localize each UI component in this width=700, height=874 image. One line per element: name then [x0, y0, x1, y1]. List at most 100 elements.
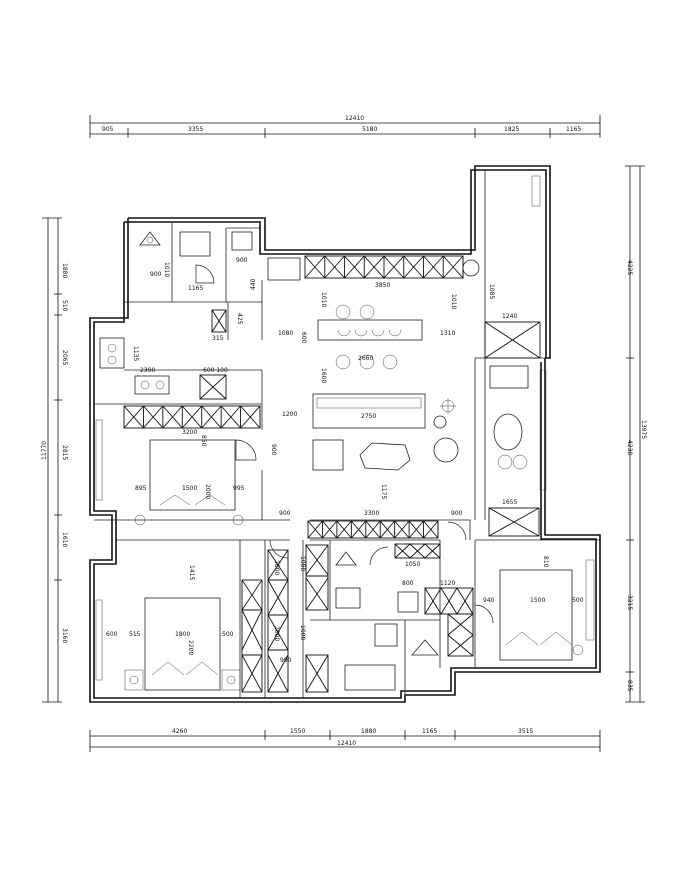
- bed-icon-bedroom1: [134, 439, 244, 526]
- cabinet-x-line: [336, 520, 352, 539]
- cabinet-x-line: [162, 405, 183, 429]
- label-3300: 3300: [364, 510, 379, 517]
- cabinet-x-line: [322, 520, 338, 539]
- windows: [95, 175, 595, 681]
- cabinet-x-line: [394, 520, 410, 539]
- wardrobe-column-1: [241, 579, 263, 693]
- dim-top-seg-3: 5180: [362, 126, 377, 133]
- washer-icon: [267, 257, 301, 281]
- dimension-bottom: 4260 1550 1880 1165 3515 12410: [89, 728, 601, 752]
- dimension-right: 4225 4230 3215 835 13975: [625, 165, 647, 703]
- cabinet-x-line: [350, 520, 367, 539]
- label-1200: 1200: [282, 411, 297, 418]
- dim-left-seg-6: 3160: [61, 628, 68, 643]
- cabinet-balcony-upper: [484, 321, 541, 359]
- label-1655: 1655: [502, 499, 517, 506]
- label-425: 425: [236, 313, 243, 325]
- cabinet-x-line: [408, 520, 424, 539]
- cabinet-x-line: [403, 255, 424, 279]
- label-1080: 1080: [278, 330, 293, 337]
- cabinet-x-line: [307, 520, 323, 539]
- sink-icon: [231, 231, 253, 251]
- cabinet-x-line: [423, 255, 444, 279]
- dim-bottom-seg-4: 1165: [422, 728, 437, 735]
- label-315: 315: [212, 335, 224, 342]
- dim-right-seg-4: 835: [626, 680, 633, 692]
- dim-left-seg-3: 2065: [61, 350, 68, 365]
- label-1120: 1120: [440, 580, 455, 587]
- dim-bottom-total: 12410: [337, 740, 356, 747]
- armchair-icon: [433, 415, 447, 429]
- label-2200: 2200: [187, 640, 194, 655]
- dim-left-total: 11770: [41, 441, 48, 460]
- label-3850: 3850: [375, 282, 390, 289]
- side-table-icon: [312, 439, 344, 471]
- dim-bottom-seg-3: 1880: [361, 728, 376, 735]
- dining-island-icon: [317, 319, 423, 341]
- dim-left-seg-2: 510: [61, 300, 68, 312]
- label-515: 515: [129, 631, 141, 638]
- bed-icon-master: [124, 597, 241, 691]
- label-1085: 1085: [488, 284, 495, 299]
- label-600-100: 600 100: [203, 367, 228, 374]
- cabinet-balcony-lower: [488, 507, 540, 537]
- dim-top-seg-1: 905: [102, 126, 114, 133]
- label-900b: 900: [236, 257, 248, 264]
- wall-cabinet-bedroom1: [123, 405, 261, 429]
- label-2390: 2390: [140, 367, 155, 374]
- wall-cabinet-corridor: [307, 520, 439, 539]
- coffee-table-icon: [359, 442, 411, 471]
- label-2660: 2660: [358, 355, 373, 362]
- label-1010a: 1010: [163, 262, 170, 277]
- dim-left-seg-4: 2815: [61, 445, 68, 460]
- dim-right-total: 13975: [640, 420, 647, 439]
- label-900a: 900: [150, 271, 162, 278]
- cabinet-x-line: [363, 255, 385, 279]
- cabinet-x-line: [220, 405, 241, 429]
- bath-fixtures-icon: [335, 551, 439, 691]
- cabinet-x-line: [201, 405, 222, 429]
- label-1175: 1175: [380, 484, 387, 499]
- cabinet-small-bath: [211, 309, 227, 333]
- cabinet-x-line: [123, 405, 144, 429]
- label-1500a: 1500: [182, 485, 197, 492]
- dim-bottom-seg-1: 4260: [172, 728, 187, 735]
- label-1010c: 1010: [450, 294, 457, 309]
- door-swings: [195, 264, 494, 624]
- label-600a: 600: [300, 332, 307, 344]
- label-900d: 900: [279, 510, 291, 517]
- dim-right-seg-3: 3215: [626, 595, 633, 610]
- room-measurements: 900 1010 900 1165 440 1010 315 425 1135 …: [106, 257, 584, 664]
- bathtub-icon: [179, 231, 211, 257]
- cabinet-x-line: [442, 255, 464, 279]
- kitchen-sink-icon: [99, 337, 125, 369]
- dimension-left: 11770 1880 510 2065 2815 1610 3160: [41, 217, 68, 703]
- exterior-walls: [89, 165, 601, 703]
- label-990: 990: [280, 657, 292, 664]
- dimension-top: 12410 905 3355 5180 1825 1165: [89, 115, 601, 138]
- cabinet-x-line: [240, 405, 261, 429]
- dim-top-seg-4: 1825: [504, 126, 519, 133]
- wardrobe-column-2: [267, 549, 289, 693]
- bed-icon-right-bedroom: [499, 569, 584, 661]
- stove-icon: [134, 375, 170, 395]
- label-1050: 1050: [405, 561, 420, 568]
- cabinet-x-line: [324, 255, 345, 279]
- label-2750: 2750: [361, 413, 376, 420]
- pillar-circle-icon: [462, 259, 480, 277]
- dining-chairs-icon: [335, 304, 402, 370]
- label-900c: 900: [270, 444, 277, 456]
- dim-right-seg-2: 4230: [626, 440, 633, 455]
- label-3200: 3200: [182, 429, 197, 436]
- wall-cabinet-top: [304, 255, 464, 279]
- label-1500b: 1500: [530, 597, 545, 604]
- cabinet-bath-shelf: [394, 543, 441, 559]
- label-1000a: 1000: [273, 560, 280, 575]
- cabinet-x-line: [379, 520, 396, 539]
- cabinet-x-line: [304, 255, 326, 279]
- label-1240: 1240: [502, 313, 517, 320]
- cabinet-x-line: [383, 255, 405, 279]
- dim-left-seg-1: 1880: [61, 263, 68, 278]
- cabinet-x-line: [181, 405, 203, 429]
- label-500a: 500: [572, 597, 584, 604]
